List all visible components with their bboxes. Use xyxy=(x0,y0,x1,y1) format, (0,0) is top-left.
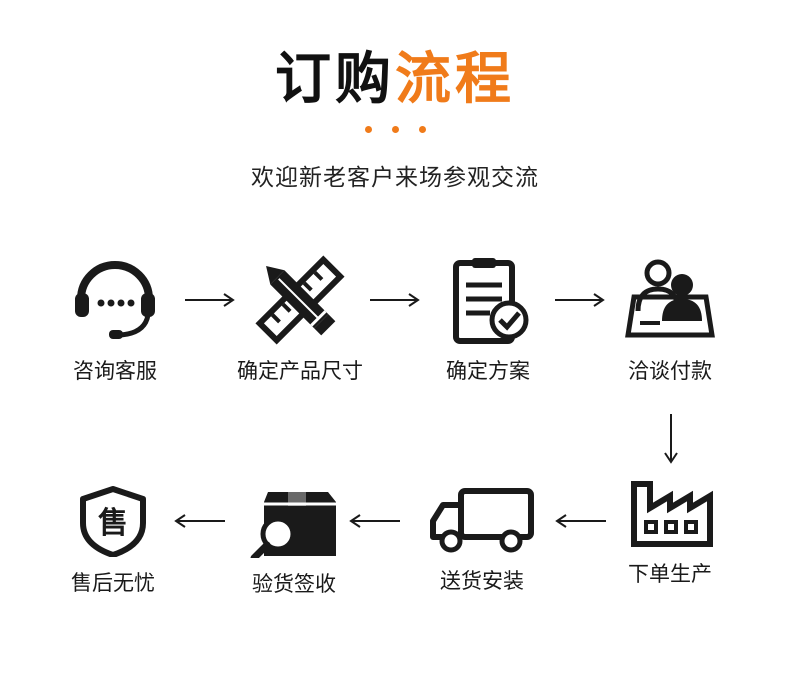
dot xyxy=(418,126,426,133)
step-label: 验货签收 xyxy=(252,572,336,596)
arrow-down-icon xyxy=(664,414,678,464)
arrow-right-icon xyxy=(370,293,420,307)
shield-glyph: 售 xyxy=(98,506,128,541)
step-label: 确定方案 xyxy=(446,359,530,383)
shield-icon: 售 xyxy=(80,486,146,557)
arrow-left-icon xyxy=(349,514,400,528)
box-inspect-icon xyxy=(250,492,336,558)
step-payment: 洽谈付款 xyxy=(590,255,750,385)
ruler-pencil-icon xyxy=(255,255,345,345)
title-black: 订购 xyxy=(275,47,395,112)
step-label: 确定产品尺寸 xyxy=(237,359,363,383)
step-label: 下单生产 xyxy=(628,562,712,586)
step-production: 下单生产 xyxy=(590,478,750,588)
arrow-right-icon xyxy=(555,293,605,307)
step-label: 售后无忧 xyxy=(71,571,155,595)
dot xyxy=(391,126,399,133)
step-plan: 确定方案 xyxy=(408,255,568,385)
step-aftersales: 售 售后无忧 xyxy=(33,485,193,597)
title-orange: 流程 xyxy=(395,47,515,112)
step-consult: 咨询客服 xyxy=(35,255,195,385)
page-title: 订购流程 xyxy=(0,40,790,120)
step-size: 确定产品尺寸 xyxy=(220,255,380,385)
step-label: 咨询客服 xyxy=(73,359,157,383)
step-label: 送货安装 xyxy=(440,569,524,593)
dot xyxy=(364,126,372,133)
clipboard-check-icon xyxy=(453,258,529,344)
arrow-left-icon xyxy=(174,514,225,528)
truck-icon xyxy=(430,488,534,553)
step-inspection: 验货签收 xyxy=(214,478,374,598)
subtitle: 欢迎新老客户来场参观交流 xyxy=(251,165,539,191)
factory-icon xyxy=(631,481,713,547)
arrow-right-icon xyxy=(185,293,235,307)
headset-icon xyxy=(75,261,155,339)
arrow-left-icon xyxy=(555,514,606,528)
step-label: 洽谈付款 xyxy=(628,359,712,383)
title-dots xyxy=(0,126,790,133)
meeting-people-icon xyxy=(625,259,715,338)
step-delivery: 送货安装 xyxy=(402,485,562,595)
